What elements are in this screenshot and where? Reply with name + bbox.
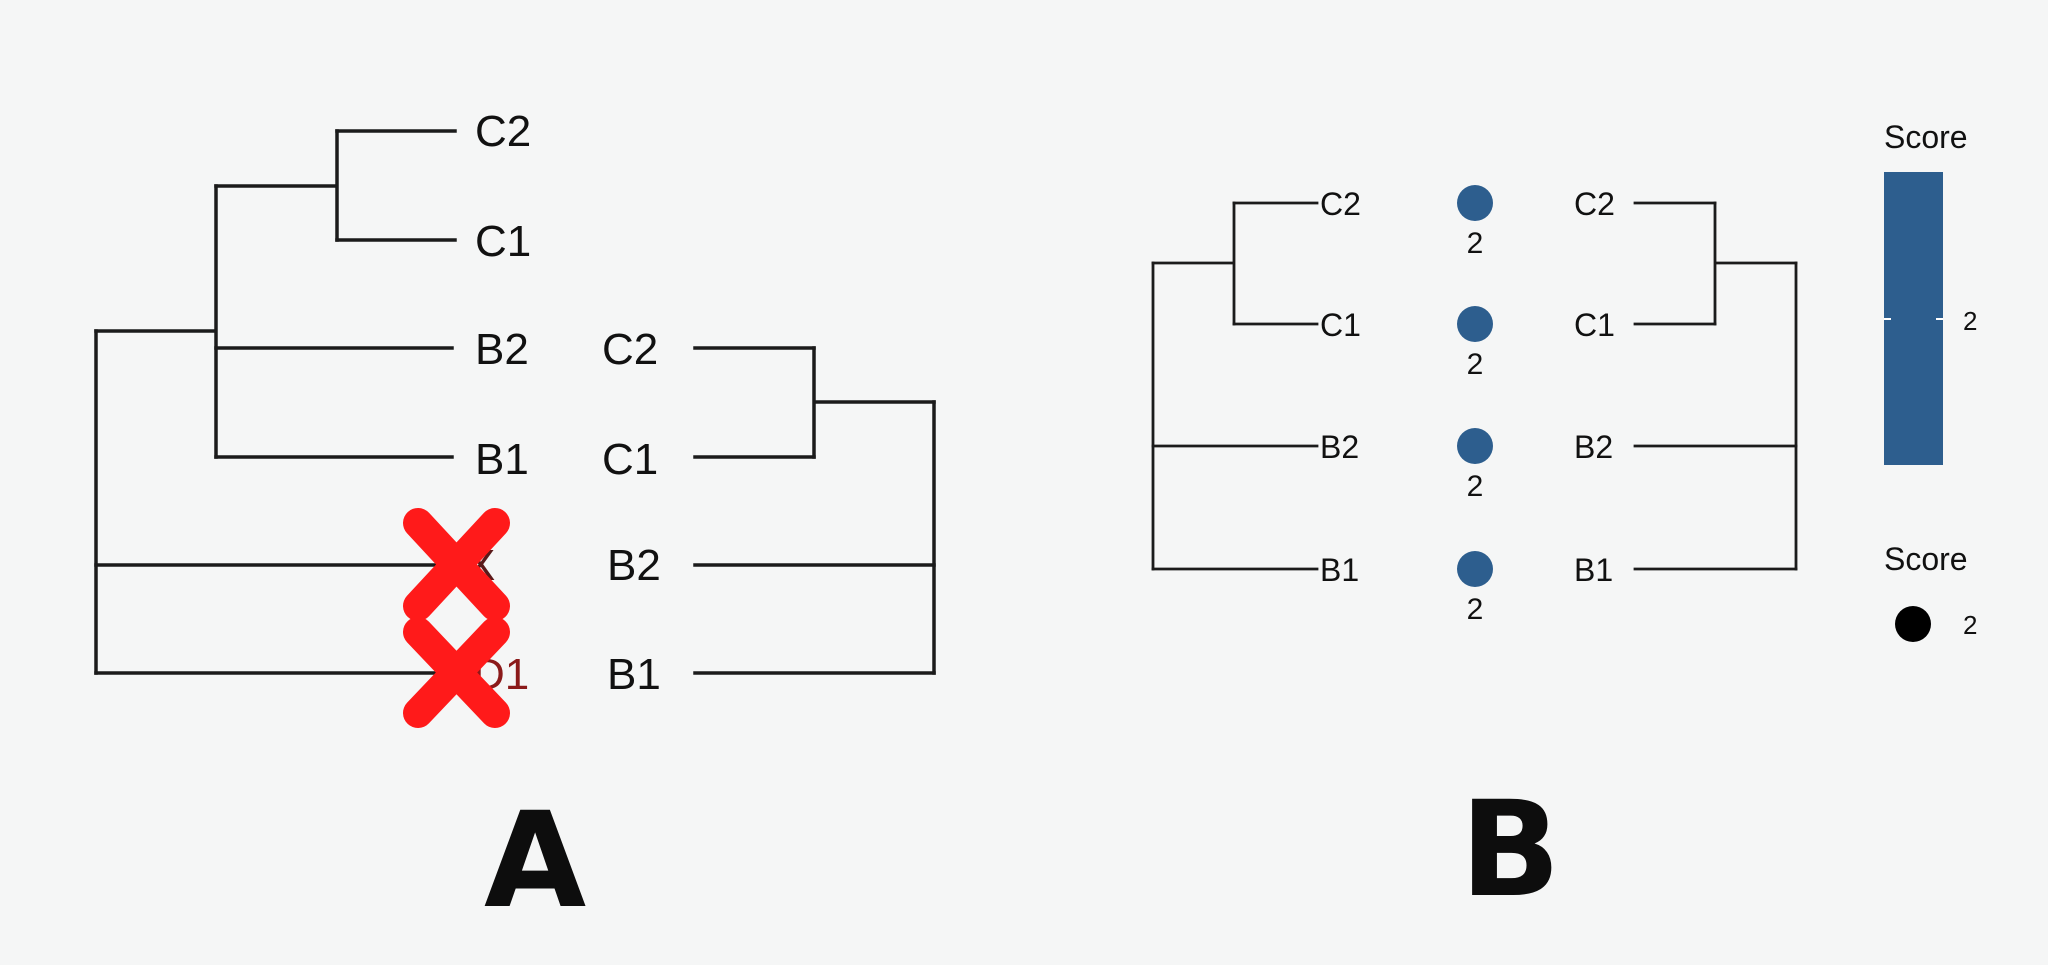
legend-score-size: Score 2 [1884, 541, 1977, 642]
tip-label: C2 [475, 107, 531, 156]
panel-b: C2 C1 B2 B1 2 2 2 2 C2 C1 B2 B1 [1151, 119, 1977, 927]
tip-label: C1 [1574, 307, 1615, 343]
legend-key-point [1895, 606, 1931, 642]
panel-a-right-tip-labels: C2 C1 B2 B1 [602, 325, 661, 699]
tip-label: B1 [1320, 552, 1359, 588]
removed-tip-cross [403, 617, 510, 728]
panel-letter-a: A [484, 784, 586, 938]
branch-node-c [1151, 201, 1236, 326]
tip-label: B1 [1574, 552, 1613, 588]
score-point [1457, 185, 1493, 221]
tip-label: C1 [475, 217, 531, 266]
panel-b-right-tip-labels: C2 C1 B2 B1 [1574, 186, 1615, 588]
branch-node-bc [94, 184, 218, 459]
tip-label: B2 [475, 325, 529, 374]
legend-title: Score [1884, 541, 1968, 577]
panel-a-left-tree [94, 129, 457, 675]
panel-b-left-tip-labels: C2 C1 B2 B1 [1320, 186, 1361, 588]
score-value-label: 2 [1467, 593, 1484, 626]
score-value-label: 2 [1467, 227, 1484, 260]
tip-label: B2 [1574, 429, 1613, 465]
panel-letter-b: B [1460, 773, 1561, 927]
tip-label: B1 [607, 650, 661, 699]
score-value-label: 2 [1467, 348, 1484, 381]
branch-node-c [214, 129, 339, 242]
legend-score-color: Score 2 [1884, 119, 1977, 465]
score-point [1457, 306, 1493, 342]
panel-a: C2 C1 B2 B1 X D1 C2 C1 B2 B1 [94, 107, 936, 938]
branch-node-c [1713, 201, 1798, 326]
score-points: 2 2 2 2 [1457, 185, 1493, 626]
legend-key-label: 2 [1963, 610, 1977, 640]
tip-label: C2 [1320, 186, 1361, 222]
tip-label: C2 [1574, 186, 1615, 222]
color-bar [1884, 172, 1943, 465]
score-value-label: 2 [1467, 470, 1484, 503]
tip-label: C1 [1320, 307, 1361, 343]
tip-label: B2 [607, 541, 661, 590]
tip-label: C1 [602, 435, 658, 484]
score-point [1457, 428, 1493, 464]
removed-tip-cross [403, 508, 510, 621]
branch-node-c [812, 346, 936, 459]
panel-a-right-tree [693, 346, 936, 675]
tip-label: B1 [475, 435, 529, 484]
panel-b-left-tree [1151, 201, 1319, 571]
score-point [1457, 551, 1493, 587]
tip-label: B2 [1320, 429, 1359, 465]
legend-tick-label: 2 [1963, 306, 1977, 336]
tip-label: C2 [602, 325, 658, 374]
legend-title: Score [1884, 119, 1968, 155]
panel-b-right-tree [1633, 201, 1798, 571]
